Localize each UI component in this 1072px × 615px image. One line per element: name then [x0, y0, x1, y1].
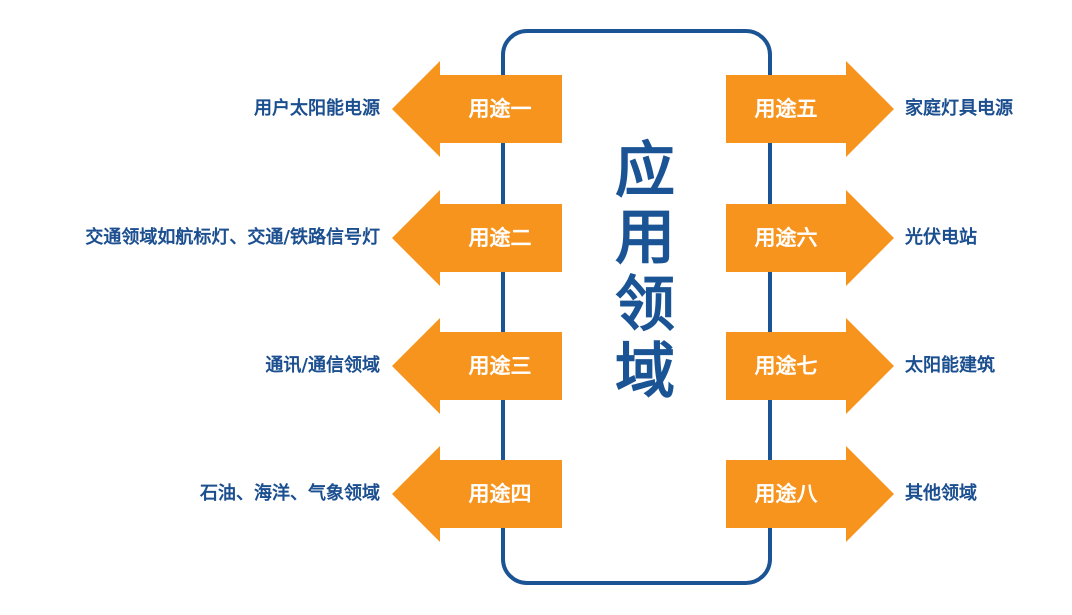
title-char: 领	[615, 270, 675, 340]
arrow-label: 用途二	[468, 226, 532, 250]
arrow-label: 用途四	[468, 482, 532, 506]
use-description: 用户太阳能电源	[254, 98, 380, 119]
arrow-shape	[392, 61, 562, 157]
use-description: 石油、海洋、气象领域	[200, 483, 380, 504]
center-title: 应 用 领 域	[600, 138, 690, 406]
arrow-shape	[726, 446, 894, 542]
arrow-left-4: 用途四	[392, 446, 562, 542]
arrow-shape	[392, 190, 562, 286]
title-char: 应	[615, 136, 675, 206]
arrow-label: 用途一	[468, 97, 532, 121]
use-description: 交通领域如航标灯、交通/铁路信号灯	[85, 227, 380, 248]
title-char: 域	[615, 337, 675, 407]
use-description: 光伏电站	[905, 227, 977, 248]
use-description: 太阳能建筑	[905, 355, 995, 376]
arrow-right-4: 用途八	[726, 446, 896, 542]
arrow-shape	[726, 61, 894, 157]
arrow-shape	[392, 446, 562, 542]
arrow-shape	[726, 318, 894, 414]
arrow-right-1: 用途五	[726, 61, 896, 157]
use-description: 其他领域	[905, 483, 977, 504]
center-frame	[501, 29, 772, 585]
use-description: 通讯/通信领域	[265, 355, 380, 376]
arrow-left-1: 用途一	[392, 61, 562, 157]
arrow-label: 用途七	[754, 354, 818, 378]
arrow-left-2: 用途二	[392, 190, 562, 286]
arrow-right-3: 用途七	[726, 318, 896, 414]
title-char: 用	[615, 203, 675, 273]
arrow-label: 用途五	[754, 97, 818, 121]
arrow-label: 用途六	[754, 226, 818, 250]
arrow-right-2: 用途六	[726, 190, 896, 286]
arrow-left-3: 用途三	[392, 318, 562, 414]
arrow-shape	[392, 318, 562, 414]
use-description: 家庭灯具电源	[905, 98, 1013, 119]
arrow-shape	[726, 190, 894, 286]
arrow-label: 用途三	[468, 354, 532, 378]
arrow-label: 用途八	[754, 482, 818, 506]
